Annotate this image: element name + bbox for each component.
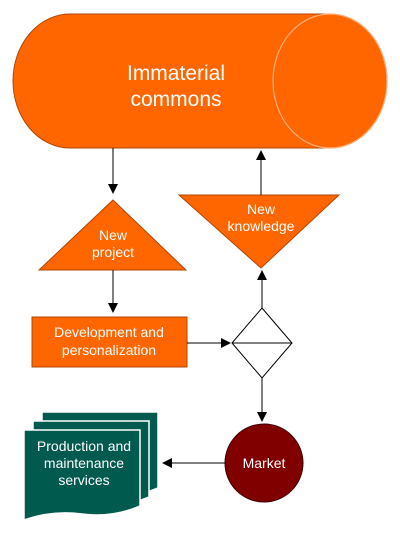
commons-label-line-1: Immaterial bbox=[127, 62, 225, 85]
production-label-line-1: Production and bbox=[37, 438, 131, 454]
new-project-label-line-2: project bbox=[92, 244, 134, 260]
connectors bbox=[108, 148, 267, 468]
new-knowledge-node: New knowledge bbox=[177, 194, 341, 269]
new-project-node: New project bbox=[37, 199, 188, 271]
new-knowledge-label-line-1: New bbox=[247, 201, 276, 217]
commons-label-line-2: commons bbox=[130, 88, 221, 111]
development-rectangle bbox=[31, 316, 188, 368]
new-knowledge-triangle bbox=[177, 194, 341, 269]
new-knowledge-label-line-2: knowledge bbox=[228, 218, 295, 234]
cylinder-end-cap bbox=[272, 13, 388, 149]
production-node: Production and maintenance services bbox=[23, 411, 159, 522]
production-label-line-2: maintenance bbox=[44, 455, 124, 471]
market-label: Market bbox=[243, 455, 286, 471]
development-label-line-2: personalization bbox=[62, 342, 156, 358]
development-node: Development and personalization bbox=[31, 316, 188, 368]
new-project-label-line-1: New bbox=[99, 227, 128, 243]
development-label-line-1: Development and bbox=[54, 324, 164, 340]
immaterial-commons-node: Immaterial commons bbox=[12, 13, 388, 149]
production-label-line-3: services bbox=[58, 472, 109, 488]
decision-node bbox=[231, 307, 293, 379]
document-front bbox=[23, 429, 141, 522]
market-node: Market bbox=[224, 423, 304, 503]
